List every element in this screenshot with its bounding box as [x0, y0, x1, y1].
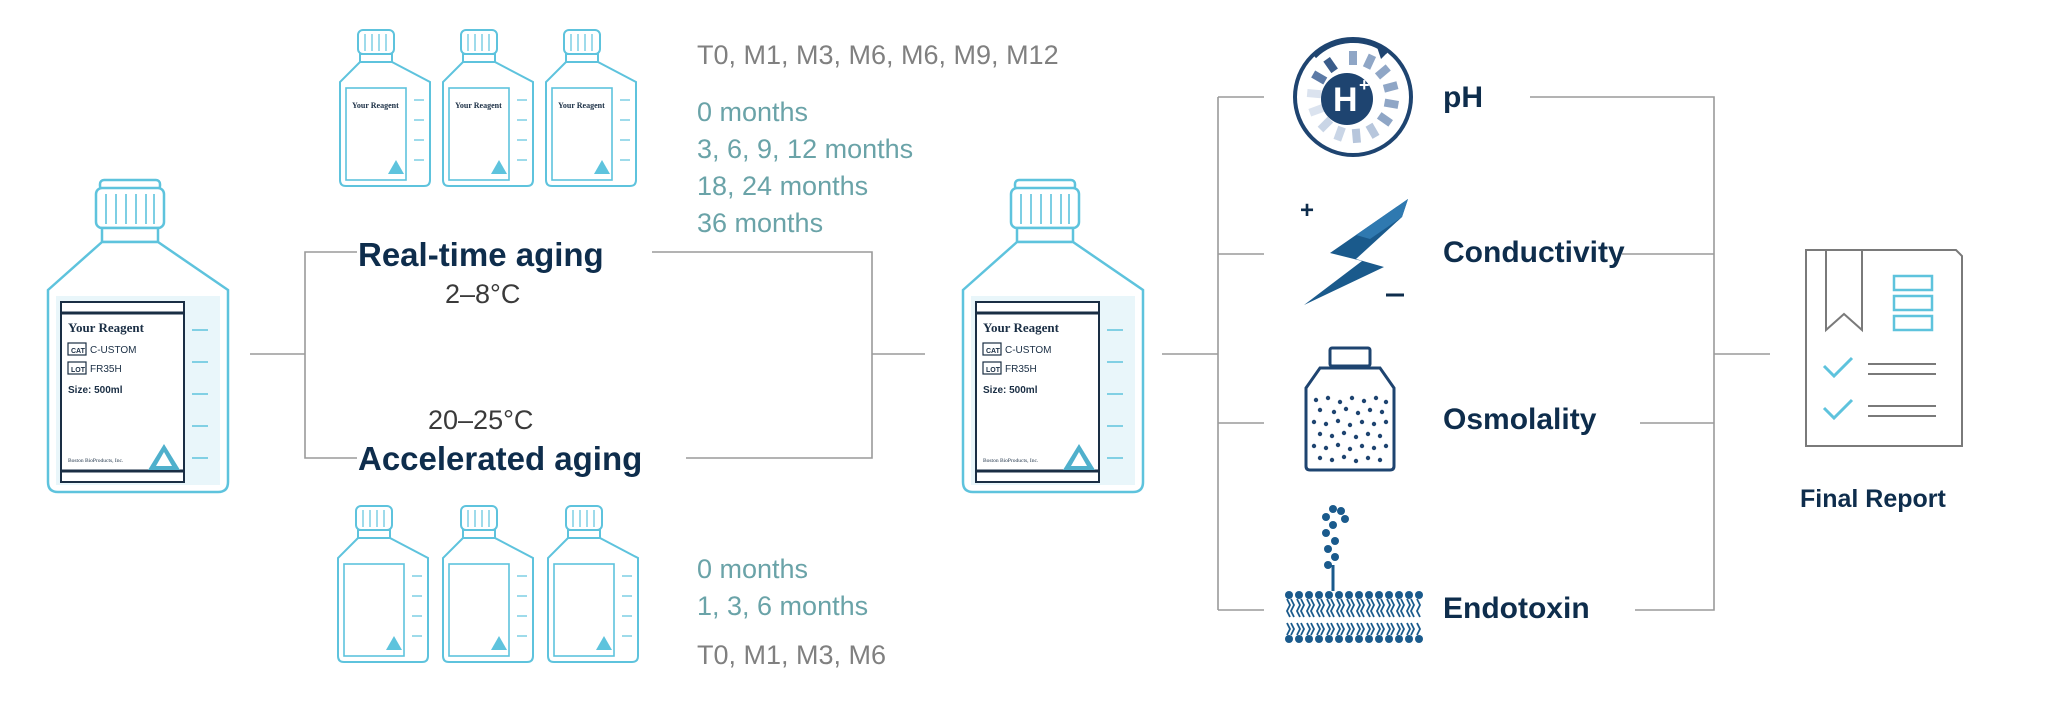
small-bottle-label: Your Reagent [455, 101, 502, 110]
accelerated-months-1: 1, 3, 6 months [697, 591, 869, 621]
bottle-lot-value: FR35H [90, 364, 122, 375]
final-report-document-icon [1805, 249, 1963, 447]
lightning-bolt-icon: + [1300, 197, 1408, 305]
realtime-temperature: 2–8°C [445, 279, 521, 309]
bottle-label-name: Your Reagent [68, 320, 145, 335]
bottle-cat-tag: CAT [986, 348, 1001, 355]
final-report-label: Final Report [1800, 485, 1946, 513]
small-bottle-label: Your Reagent [352, 101, 399, 110]
bottle-cat-tag: CAT [71, 348, 86, 355]
realtime-sample-bottles: Your Reagent Your Reagent Your Reagent [339, 29, 637, 187]
bottle-lot-value: FR35H [1005, 364, 1037, 375]
accelerated-months-0: 0 months [697, 554, 809, 584]
connector-lines [250, 96, 1770, 611]
bottle-maker: Boston BioProducts, Inc. [983, 458, 1039, 464]
svg-text:+: + [1359, 75, 1370, 95]
bottle-lot-tag: LOT [71, 367, 86, 374]
realtime-months-3: 36 months [697, 208, 824, 238]
realtime-months-2: 18, 24 months [697, 171, 869, 201]
osmolality-jar-icon [1304, 346, 1396, 472]
bottle-lot-tag: LOT [986, 367, 1001, 374]
accelerated-aging-title: Accelerated aging [358, 440, 643, 477]
realtime-timepoint-codes: T0, M1, M3, M6, M6, M9, M12 [697, 40, 1059, 70]
tested-reagent-bottle: Your Reagent CAT C-USTOM LOT FR35H Size:… [961, 178, 1145, 494]
test-label-osmolality: Osmolality [1443, 403, 1597, 436]
source-reagent-bottle: Your Reagent CAT C-USTOM LOT FR35H Size:… [46, 178, 230, 494]
bottle-cat-value: C-USTOM [1005, 345, 1051, 356]
realtime-aging-title: Real-time aging [358, 236, 604, 273]
endotoxin-membrane-icon [1285, 505, 1423, 643]
accelerated-sample-bottles [337, 505, 639, 663]
bottle-cat-value: C-USTOM [90, 345, 136, 356]
test-label-endotoxin: Endotoxin [1443, 592, 1590, 625]
test-label-conductivity: Conductivity [1443, 236, 1625, 269]
bottle-size: Size: 500ml [68, 385, 123, 396]
bottle-maker: Boston BioProducts, Inc. [68, 458, 124, 464]
bottle-label-name: Your Reagent [983, 320, 1060, 335]
bottle-size: Size: 500ml [983, 385, 1038, 396]
realtime-months-0: 0 months [697, 97, 809, 127]
accelerated-temperature: 20–25°C [428, 405, 534, 435]
accelerated-timepoint-codes: T0, M1, M3, M6 [697, 640, 887, 670]
ph-icon: H + [1293, 37, 1413, 157]
small-bottle-label: Your Reagent [558, 101, 605, 110]
test-label-ph: pH [1443, 81, 1483, 114]
realtime-months-1: 3, 6, 9, 12 months [697, 134, 914, 164]
svg-text:+: + [1300, 197, 1314, 224]
svg-text:H: H [1333, 81, 1358, 119]
